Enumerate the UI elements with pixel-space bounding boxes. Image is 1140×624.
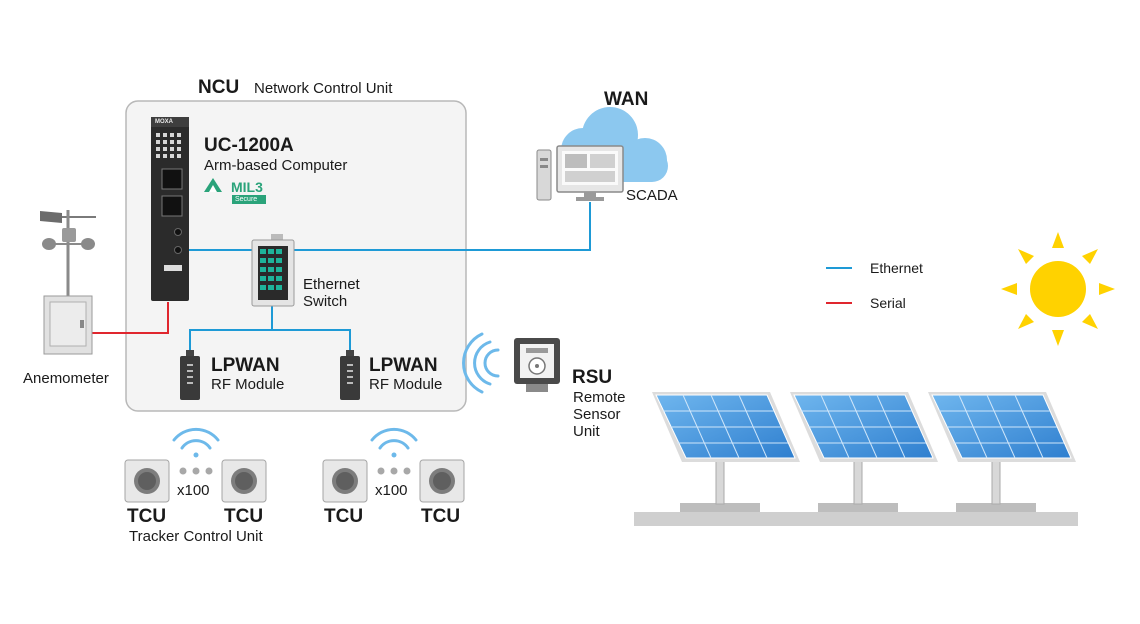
solar-panel-3 xyxy=(928,392,1076,505)
rsu-device-icon xyxy=(514,338,560,392)
tcu-device-icons xyxy=(124,459,465,503)
switch-label-line1: Ethernet xyxy=(303,276,360,293)
rsu-line3: Unit xyxy=(573,423,600,440)
rsu-line1: Remote xyxy=(573,389,626,406)
lpwan-module-1 xyxy=(180,350,200,400)
tcu-group-1-count: x100 xyxy=(177,482,210,499)
lpwan-2-subtitle: RF Module xyxy=(369,376,443,393)
lpwan-1-title: LPWAN xyxy=(211,355,280,376)
tcu-group-2-count: x100 xyxy=(375,482,408,499)
uc1200a-desc: Arm-based Computer xyxy=(204,157,348,174)
sun-icon xyxy=(1001,232,1115,346)
legend-serial-label: Serial xyxy=(870,295,906,311)
rsu-wireless-icon xyxy=(462,332,500,394)
tcu-caption: Tracker Control Unit xyxy=(129,528,263,545)
tcu-label-1: TCU xyxy=(127,506,167,527)
solar-panel-2 xyxy=(790,392,938,505)
lpwan-module-2 xyxy=(340,350,360,400)
serial-link xyxy=(92,302,169,334)
rsu-abbr: RSU xyxy=(572,367,613,388)
tcu-label-4: TCU xyxy=(421,506,461,527)
ncu-box xyxy=(125,100,467,412)
ethernet-links xyxy=(180,202,591,357)
uc1200a-model: UC-1200A xyxy=(204,135,294,156)
tcu-wireless-icon-1 xyxy=(172,427,220,458)
ethernet-switch-device xyxy=(251,234,295,307)
moxa-brand: MOXA xyxy=(155,119,173,125)
scada-computer-icon xyxy=(536,145,624,201)
legend-ethernet-label: Ethernet xyxy=(870,260,923,276)
anemometer-label: Anemometer xyxy=(23,370,109,387)
ncu-abbr: NCU xyxy=(198,77,240,98)
lpwan-2-title: LPWAN xyxy=(369,355,438,376)
mil3-badge-bottom: Secure xyxy=(235,196,258,203)
switch-label-line2: Switch xyxy=(303,293,348,310)
ncu-full-name: Network Control Unit xyxy=(254,80,393,97)
rsu-line2: Sensor xyxy=(573,406,621,423)
solar-panel-1 xyxy=(652,392,800,505)
tcu-label-3: TCU xyxy=(324,506,364,527)
tcu-wireless-icon-2 xyxy=(370,427,418,458)
tcu-label-2: TCU xyxy=(224,506,264,527)
wan-label: WAN xyxy=(604,89,649,110)
ground xyxy=(634,503,1078,526)
uc1200a-device xyxy=(151,117,189,301)
anemometer-icon xyxy=(40,210,96,355)
lpwan-1-subtitle: RF Module xyxy=(211,376,285,393)
scada-label: SCADA xyxy=(626,187,678,204)
mil3-badge-icon xyxy=(204,178,266,204)
mil3-badge-top: MIL3 xyxy=(231,179,263,195)
